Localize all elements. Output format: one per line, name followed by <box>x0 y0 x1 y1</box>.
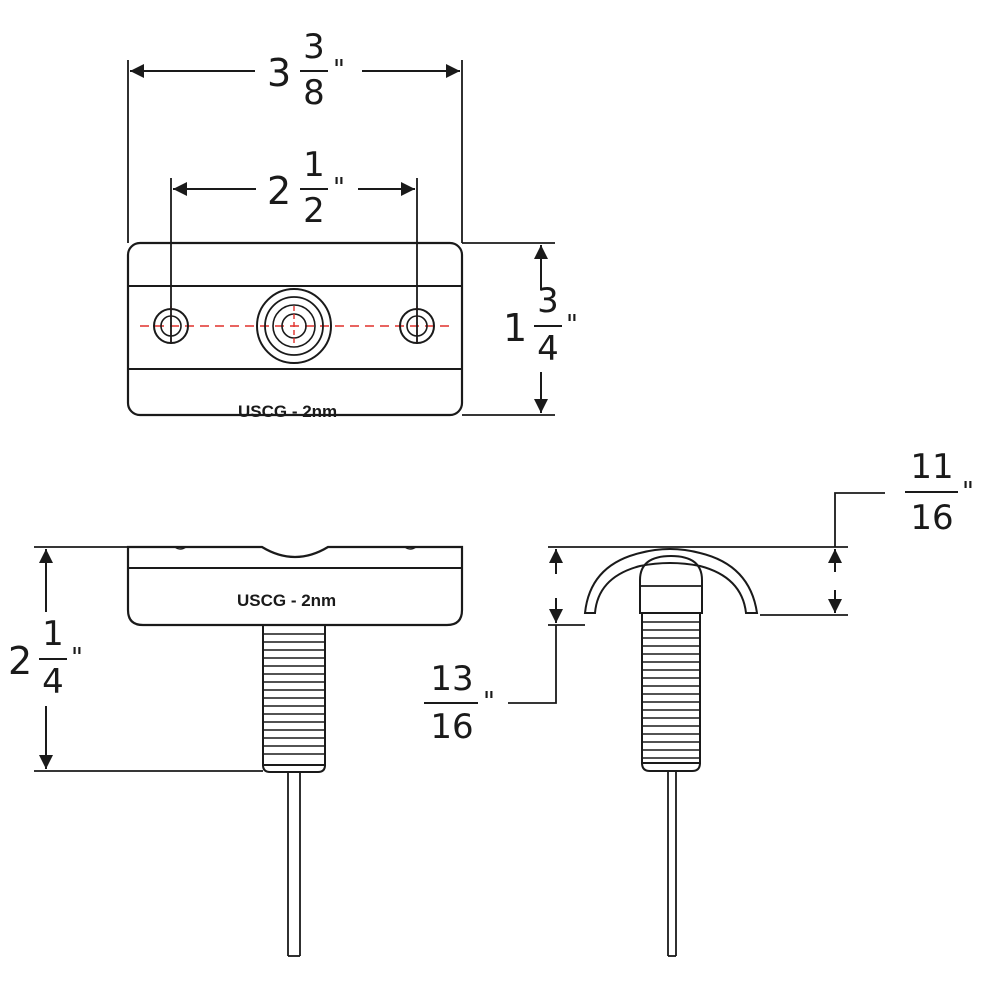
top-view-body <box>126 241 464 417</box>
side-view <box>583 548 759 957</box>
hole-spacing-whole: 2 <box>267 169 291 213</box>
cap-height-unit: " <box>483 687 495 717</box>
bracket-height-numerator: 11 <box>910 447 953 487</box>
body-depth-unit: " <box>566 310 578 340</box>
overall-width-unit: " <box>333 55 345 85</box>
side-wire <box>667 771 677 957</box>
overall-width-whole: 3 <box>267 51 291 95</box>
center-lens <box>256 288 332 364</box>
overall-height-unit: " <box>71 643 83 673</box>
overall-height-numerator: 1 <box>42 614 64 654</box>
overall-height-whole: 2 <box>8 639 32 683</box>
hole-spacing-denominator: 2 <box>303 191 325 231</box>
front-threads <box>263 633 325 755</box>
bracket-height-unit: " <box>962 477 974 507</box>
overall-width-denominator: 8 <box>303 73 325 113</box>
front-view-marking: USCG - 2nm <box>237 591 336 610</box>
hole-spacing-numerator: 1 <box>303 145 325 185</box>
side-threaded-stem <box>641 612 701 772</box>
dim-body-depth: 1 3 4 " <box>462 242 578 416</box>
body-depth-whole: 1 <box>503 306 527 350</box>
bracket-height-denominator: 16 <box>910 498 953 538</box>
front-wires <box>287 772 301 957</box>
cap-height-denominator: 16 <box>430 707 473 747</box>
hole-spacing-unit: " <box>333 173 345 203</box>
dim-overall-width: 3 3 8 " <box>127 27 463 243</box>
body-depth-numerator: 3 <box>537 281 559 321</box>
dim-overall-height: 2 1 4 " <box>8 546 263 772</box>
front-view: USCG - 2nm <box>126 545 464 957</box>
side-threads <box>642 621 700 759</box>
front-view-body <box>126 545 464 627</box>
front-threaded-stem <box>262 624 326 773</box>
top-view: USCG - 2nm <box>126 241 464 421</box>
top-view-marking: USCG - 2nm <box>238 402 337 421</box>
overall-width-numerator: 3 <box>303 27 325 67</box>
dim-cap-height: 13 16 " <box>424 546 690 747</box>
side-bracket <box>583 548 759 614</box>
dim-hole-spacing: 2 1 2 " <box>170 145 418 344</box>
body-depth-denominator: 4 <box>537 329 559 369</box>
cap-height-numerator: 13 <box>430 659 473 699</box>
overall-height-denominator: 4 <box>42 662 64 702</box>
side-lens-dome <box>639 554 703 614</box>
dim-bracket-height: 11 16 " <box>690 447 974 616</box>
